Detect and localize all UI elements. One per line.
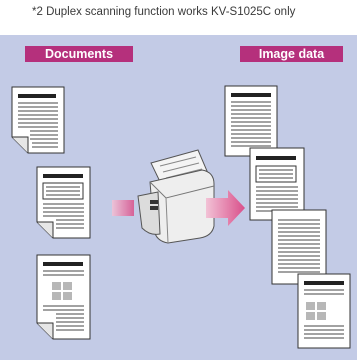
image-data-label: Image data	[258, 47, 325, 61]
document-icon	[36, 166, 91, 239]
document-icon	[36, 254, 91, 340]
document-icon	[11, 86, 65, 154]
image-data-label-bg	[240, 46, 343, 62]
documents-label-bg	[25, 46, 133, 62]
documents-label: Documents	[44, 47, 114, 61]
document-icon	[271, 209, 327, 285]
document-icon	[297, 273, 351, 349]
scanner-icon	[137, 149, 215, 244]
document-icon	[224, 85, 278, 157]
arrow-right-icon	[112, 190, 245, 226]
footnote: *2 Duplex scanning function works KV-S10…	[32, 6, 296, 18]
document-icon	[249, 147, 305, 221]
